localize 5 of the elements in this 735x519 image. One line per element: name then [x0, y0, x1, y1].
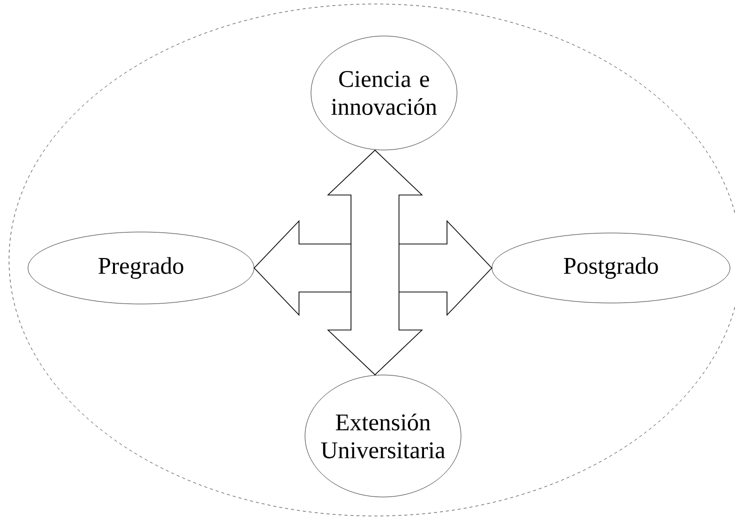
ellipse-node: Pregrado: [28, 232, 254, 304]
ellipse-node: Extensión Universitaria: [304, 374, 462, 498]
block-arrow: [327, 150, 423, 376]
ellipse-node: Ciencia e innovación: [310, 36, 458, 150]
ellipse-node: Postgrado: [492, 232, 730, 304]
